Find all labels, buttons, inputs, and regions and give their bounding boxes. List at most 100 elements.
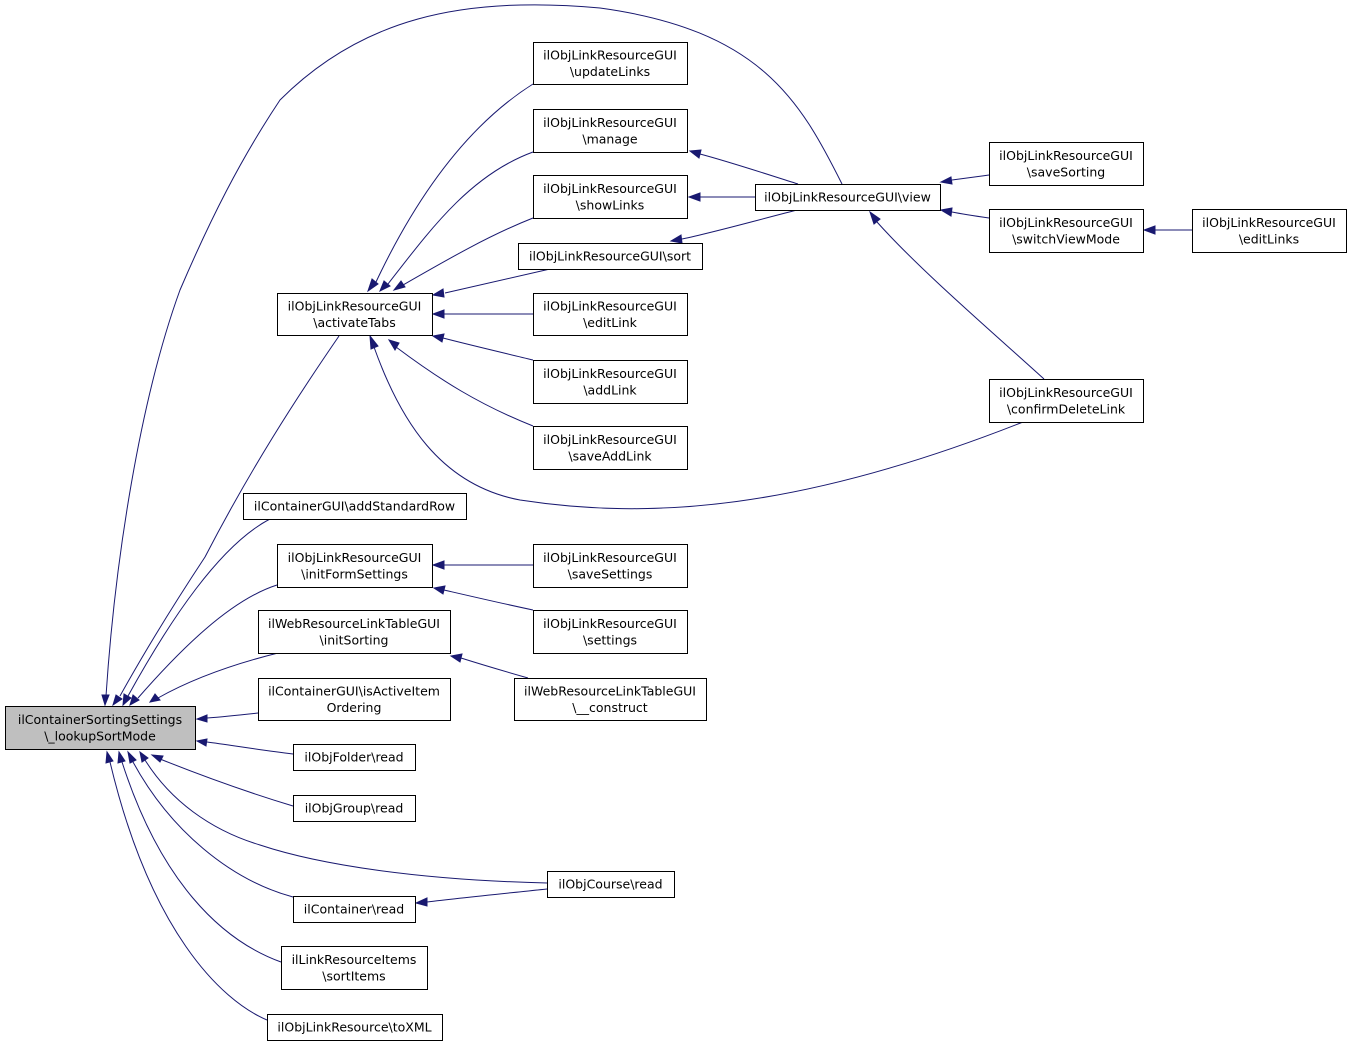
arrowhead-icon — [687, 192, 701, 202]
node-editLink[interactable]: ilObjLinkResourceGUI \editLink — [533, 293, 688, 336]
node-toXML[interactable]: ilObjLinkResource\toXML — [267, 1014, 443, 1041]
node-box — [989, 209, 1144, 253]
node-box — [514, 678, 707, 721]
node-label-line: ilWebResourceLinkTableGUI — [524, 683, 696, 698]
edge-line — [137, 584, 278, 699]
edge-line — [109, 761, 268, 1021]
node-addStandardRow[interactable]: ilContainerGUI\addStandardRow — [243, 493, 467, 520]
node-construct[interactable]: ilWebResourceLinkTableGUI\__construct — [514, 678, 707, 721]
node-box — [293, 744, 416, 771]
node-saveSettings[interactable]: ilObjLinkResourceGUI\saveSettings — [533, 544, 688, 588]
node-switchViewMode[interactable]: ilObjLinkResourceGUI\switchViewMode — [989, 209, 1144, 253]
edge-view-to-sort — [669, 209, 798, 244]
node-box — [258, 610, 451, 654]
node-confirmDeleteLink[interactable]: ilObjLinkResourceGUI\confirmDeleteLink — [989, 379, 1144, 423]
arrowhead-icon — [129, 694, 140, 707]
node-label-line: \confirmDeleteLink — [1007, 401, 1126, 416]
edge-line — [375, 83, 534, 283]
arrowhead-icon — [431, 309, 445, 319]
edge-line — [387, 151, 534, 285]
arrowhead-icon — [195, 738, 208, 747]
node-view[interactable]: ilObjLinkResourceGUI\view — [755, 184, 941, 211]
edge-line — [144, 759, 548, 884]
node-updateLinks[interactable]: ilObjLinkResourceGUI\updateLinks — [533, 42, 688, 85]
node-saveSorting[interactable]: ilObjLinkResourceGUI\saveSorting — [989, 142, 1144, 186]
edge-toXML-to-root — [105, 750, 268, 1021]
node-settings[interactable]: ilObjLinkResourceGUI\settings — [533, 610, 688, 654]
node-root[interactable]: ilContainerSortingSettings\_lookupSortMo… — [5, 706, 196, 750]
edge-editLink-to-activateTabs — [431, 309, 533, 319]
arrowhead-icon — [117, 750, 126, 764]
node-label-line: ilObjLinkResourceGUI — [999, 385, 1133, 400]
node-label-line: \showLinks — [576, 197, 645, 212]
node-containerRead[interactable]: ilContainer\read — [293, 896, 416, 923]
node-label-line: \settings — [583, 632, 637, 647]
node-label-line: ilObjLinkResourceGUI — [543, 298, 677, 313]
node-label-line: \switchViewMode — [1012, 231, 1120, 246]
node-activateTabs[interactable]: ilObjLinkResourceGUI\activateTabs — [277, 293, 433, 336]
edge-initSorting-to-root — [148, 652, 279, 703]
edge-courseRead-to-containerRead — [414, 888, 548, 907]
arrowhead-icon — [369, 334, 379, 350]
edge-line — [681, 209, 798, 240]
node-label-line: \editLinks — [1239, 231, 1299, 246]
node-box — [533, 360, 688, 404]
edge-line — [699, 153, 799, 185]
node-box — [1192, 209, 1347, 253]
node-label-line: ilContainer\read — [304, 902, 404, 917]
node-box — [533, 42, 688, 85]
node-box — [547, 871, 675, 898]
edge-showLinks-to-activateTabs — [392, 217, 534, 291]
node-sortItems[interactable]: ilLinkResourceItems\sortItems — [281, 946, 428, 990]
node-box — [258, 678, 451, 721]
node-box — [989, 379, 1144, 423]
edge-view-to-manage — [688, 149, 799, 185]
edge-line — [951, 211, 990, 219]
node-saveAddLink[interactable]: ilObjLinkResourceGUI\saveAddLink — [533, 426, 688, 470]
node-box — [293, 795, 416, 822]
node-editLinks[interactable]: ilObjLinkResourceGUI\editLinks — [1192, 209, 1347, 253]
node-box — [533, 175, 688, 219]
node-box — [533, 544, 688, 588]
node-box — [518, 243, 703, 270]
node-box — [533, 293, 688, 336]
node-showLinks[interactable]: ilObjLinkResourceGUI\showLinks — [533, 175, 688, 219]
node-label-line: \editLink — [583, 315, 638, 330]
node-box — [533, 610, 688, 654]
edge-line — [105, 4, 843, 697]
edge-line — [951, 174, 990, 181]
edge-sortItems-to-root — [117, 750, 282, 963]
node-label-line: ilLinkResourceItems — [292, 952, 417, 967]
edge-line — [206, 712, 259, 719]
node-label-line: ilObjLinkResourceGUI — [1202, 215, 1336, 230]
node-groupRead[interactable]: ilObjGroup\read — [293, 795, 416, 822]
edge-view-to-showLinks — [687, 192, 755, 202]
edge-line — [132, 761, 294, 898]
node-folderRead[interactable]: ilObjFolder\read — [293, 744, 416, 771]
node-label-line: ilContainerGUI\isActiveItem — [268, 683, 440, 698]
edge-view-to-root — [101, 4, 843, 707]
node-label-line: ilObjLinkResourceGUI — [543, 432, 677, 447]
edge-line — [127, 518, 271, 697]
node-manage[interactable]: ilObjLinkResourceGUI\manage — [533, 109, 688, 153]
node-box — [533, 426, 688, 470]
node-box — [989, 142, 1144, 186]
node-initSorting[interactable]: ilWebResourceLinkTableGUI\initSorting — [258, 610, 451, 654]
edge-line — [373, 346, 1024, 510]
node-label-line: ilContainerGUI\addStandardRow — [254, 499, 455, 514]
node-courseRead[interactable]: ilObjCourse\read — [547, 871, 675, 898]
node-label-line: \manage — [582, 131, 638, 146]
node-label-line: \saveAddLink — [568, 448, 652, 463]
node-label-line: ilObjLinkResourceGUI\sort — [529, 249, 691, 264]
edge-saveSettings-to-initFormSettings — [431, 560, 533, 570]
edge-confirmDeleteLink-to-activateTabs — [369, 334, 1024, 510]
node-sort[interactable]: ilObjLinkResourceGUI\sort — [518, 243, 703, 270]
node-label-line: ilObjLinkResource\toXML — [277, 1020, 431, 1035]
node-addLink[interactable]: ilObjLinkResourceGUI\addLink — [533, 360, 688, 404]
edge-line — [876, 221, 1045, 380]
edge-line — [426, 888, 548, 903]
node-initFormSettings[interactable]: ilObjLinkResourceGUI\initFormSettings — [277, 544, 433, 588]
node-box — [5, 706, 196, 750]
node-label-line: ilContainerSortingSettings — [18, 712, 182, 727]
